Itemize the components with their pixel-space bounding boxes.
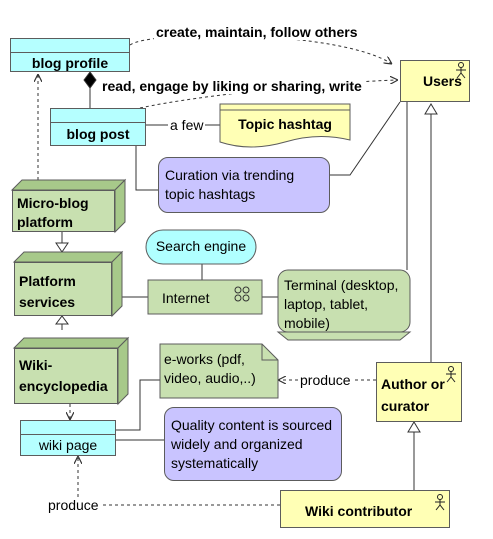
author-curator-role[interactable]: Author or curator — [376, 362, 462, 422]
quality-content-service[interactable]: Quality content is sourced widely and or… — [164, 407, 342, 481]
users-actor-icon — [456, 62, 466, 79]
triangle-author — [407, 421, 421, 433]
search-engine-shape — [145, 229, 257, 265]
blog-post-label: blog post — [66, 126, 130, 142]
wiki-encyclopedia-node[interactable]: Wiki-encyclopedia — [14, 348, 118, 404]
author-actor-icon — [446, 366, 456, 383]
author-curator-label: Author or curator — [381, 376, 445, 414]
platform-services-node[interactable]: Platform services — [14, 262, 112, 316]
a-few-label: a few — [168, 117, 206, 133]
triangle-wiki — [55, 315, 69, 325]
platform-box-top — [12, 251, 124, 263]
search-engine-service[interactable]: Search engine — [146, 238, 256, 254]
composition-diamond — [83, 71, 97, 89]
create-maintain-label: create, maintain, follow others — [154, 24, 360, 40]
terminal-label: Terminal (desktop, laptop, tablet, mobil… — [284, 277, 399, 331]
wiki-page-object[interactable]: wiki page — [20, 420, 116, 456]
microblog-label: Micro-blog platform — [17, 195, 89, 230]
topic-hashtag-shape — [219, 103, 351, 148]
edge-post-curation — [135, 145, 160, 191]
terminal-device[interactable]: Terminal (desktop, laptop, tablet, mobil… — [284, 276, 408, 333]
wiki-encyclopedia-label: Wiki-encyclopedia — [19, 357, 108, 394]
topic-hashtag-label: Topic hashtag — [238, 116, 332, 132]
produce-eworks-label: produce — [298, 372, 353, 388]
internet-network-icon — [234, 286, 250, 302]
wiki-page-label: wiki page — [38, 437, 98, 453]
contributor-actor-icon — [435, 494, 445, 511]
read-engage-label: read, engage by liking or sharing, write — [100, 78, 364, 94]
edge-curation-users — [330, 101, 401, 176]
triangle-users — [424, 103, 438, 115]
search-engine-label: Search engine — [155, 238, 247, 254]
platform-services-label: Platform services — [19, 273, 76, 310]
microblog-box-top — [10, 179, 127, 191]
wiki-box-side — [117, 336, 129, 406]
blog-profile-label: blog profile — [31, 55, 109, 71]
triangle-microblog — [55, 242, 69, 253]
wiki-contributor-role[interactable]: Wiki contributor — [280, 490, 450, 528]
platform-box-side — [111, 250, 123, 318]
blog-post-object[interactable]: blog post — [50, 108, 146, 146]
eworks-artifact[interactable]: e-works (pdf, video, audio,..) — [164, 350, 268, 388]
microblog-platform-node[interactable]: Micro-blog platform — [12, 190, 115, 232]
users-role[interactable]: Users — [400, 60, 470, 102]
wiki-contributor-label: Wiki contributor — [305, 503, 413, 519]
quality-content-label: Quality content is sourced widely and or… — [171, 417, 333, 471]
microblog-box-side — [114, 178, 126, 234]
internet-label: Internet — [162, 290, 210, 306]
internet-node[interactable]: Internet — [162, 290, 242, 306]
eworks-shape — [159, 343, 279, 399]
curation-service[interactable]: Curation via trending topic hashtags — [158, 157, 330, 213]
topic-hashtag[interactable]: Topic hashtag — [220, 116, 350, 132]
edge-page-eworks — [116, 379, 160, 431]
produce-page-label: produce — [46, 497, 101, 513]
edge-produce-page — [78, 456, 280, 506]
wiki-box-top — [12, 337, 130, 349]
curation-label: Curation via trending topic hashtags — [165, 167, 295, 202]
users-label: Users — [423, 73, 462, 89]
eworks-label: e-works (pdf, video, audio,..) — [164, 351, 256, 386]
blog-profile-object[interactable]: blog profile — [10, 38, 130, 72]
